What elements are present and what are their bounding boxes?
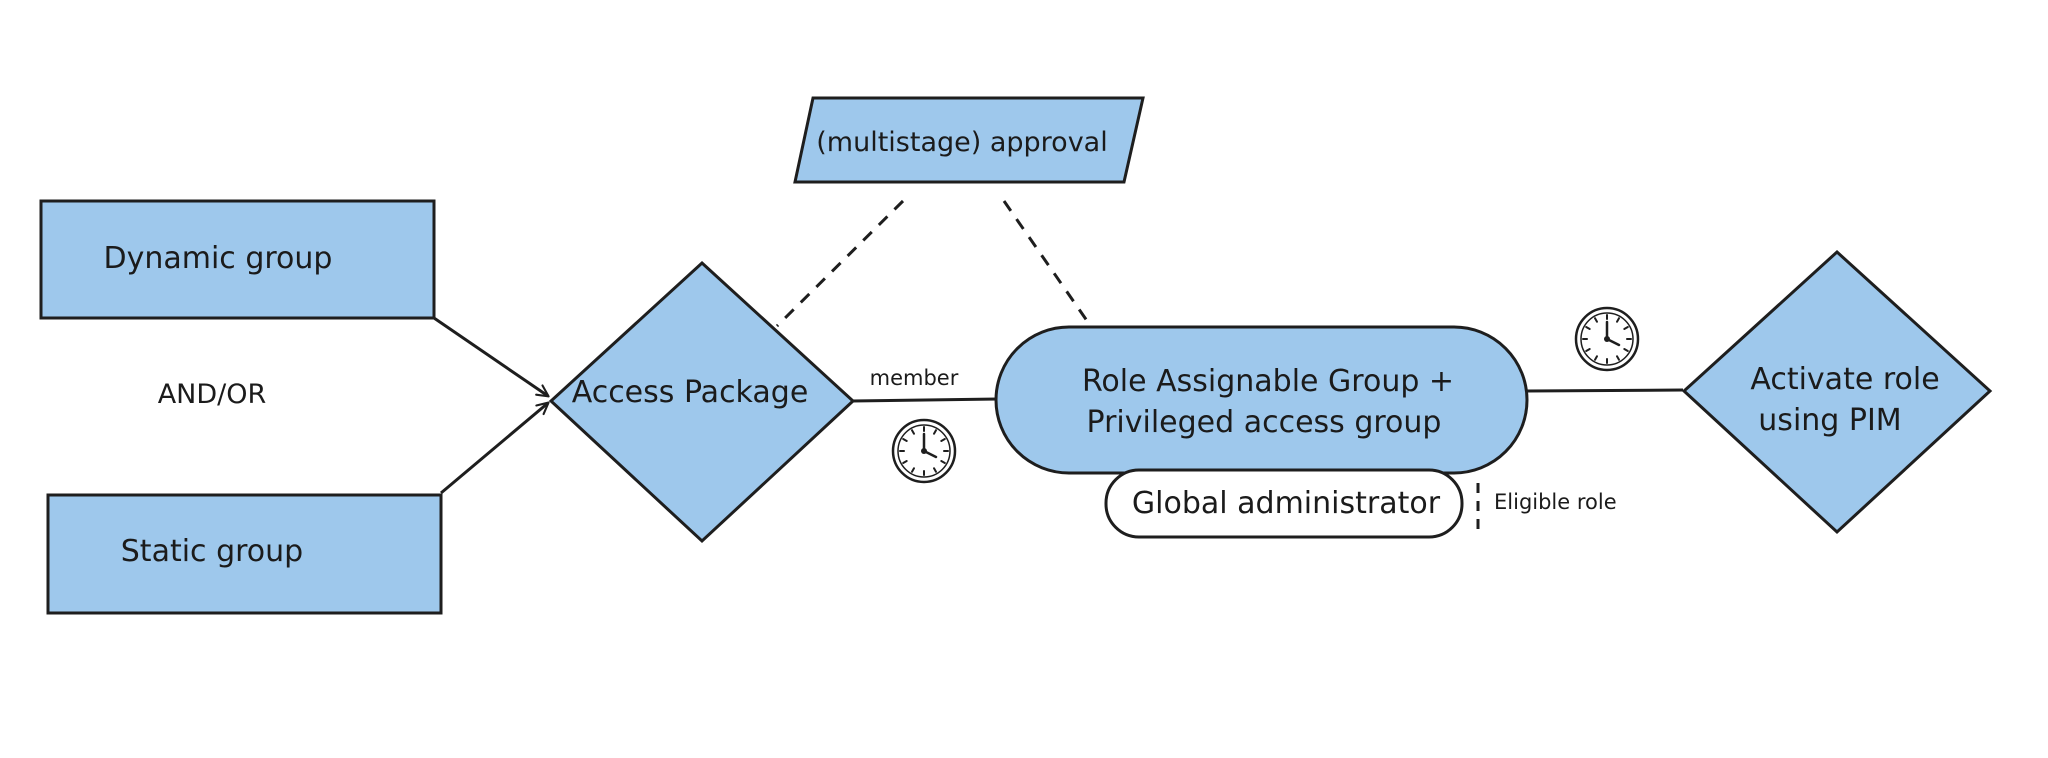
access-package-diamond: Access Package: [548, 260, 856, 544]
clock-icon: [1574, 306, 1640, 372]
static-group-label: Static group: [121, 534, 303, 569]
and-or-label: AND/OR: [158, 379, 267, 410]
activate-role-label-line1: Activate role: [1750, 362, 1939, 397]
clock-icon: [891, 418, 957, 484]
global-administrator-pill: Global administrator: [1104, 468, 1464, 539]
eligible-role-label: Eligible role: [1494, 490, 1617, 514]
access-package-label: Access Package: [572, 375, 809, 410]
dynamic-group-label: Dynamic group: [104, 241, 333, 276]
approval-label: (multistage) approval: [816, 127, 1107, 158]
dashed-approval-to-package: [775, 199, 905, 328]
activate-role-label-line2: using PIM: [1758, 403, 1901, 438]
role-group-label-line2: Privileged access group: [1087, 405, 1442, 440]
edge-static-to-package: [440, 401, 550, 495]
member-edge-label: member: [870, 366, 959, 390]
edge-dynamic-to-package: [433, 316, 550, 398]
activate-role-diamond: Activate role using PIM: [1681, 249, 1993, 535]
approval-parallelogram: (multistage) approval: [793, 96, 1145, 184]
edge-package-to-role-group: [851, 397, 999, 403]
dashed-approval-to-role-group: [1002, 200, 1094, 329]
edge-role-group-to-activate: [1526, 388, 1684, 393]
dynamic-group-box: Dynamic group: [39, 199, 436, 320]
static-group-box: Static group: [46, 493, 443, 615]
global-administrator-label: Global administrator: [1132, 486, 1441, 521]
role-assignable-group-node: Role Assignable Group + Privileged acces…: [994, 325, 1529, 475]
role-group-label-line1: Role Assignable Group +: [1082, 364, 1454, 399]
